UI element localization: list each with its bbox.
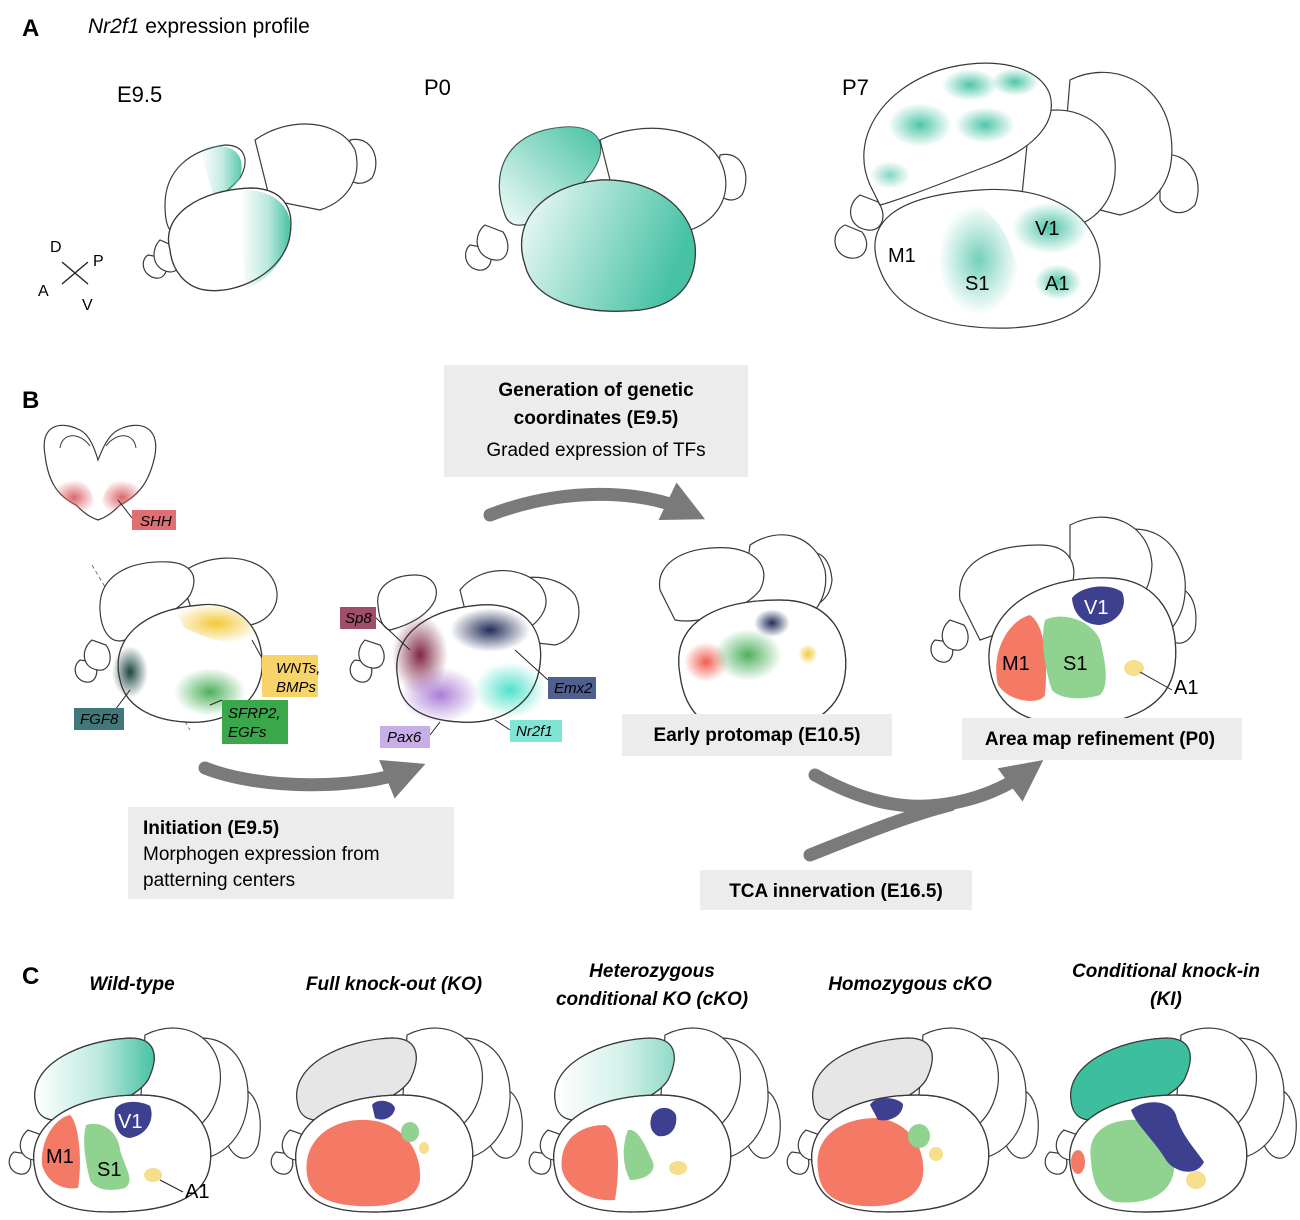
coronal-section: SHH [43,424,176,530]
condition-title-2: Full knock-out (KO) [306,974,482,995]
panel-a-letter: A [22,15,39,42]
wt-label-v1: V1 [118,1111,142,1133]
protomap-box [622,714,892,756]
condition-title-5a: Conditional knock-in [1072,961,1260,982]
label-fgf8: FGF8 [80,711,119,728]
label-sp8: Sp8 [345,610,372,627]
protomap-label: Early protomap (E10.5) [654,725,861,746]
label-box-nr2f1 [510,720,562,742]
generation-line2: coordinates (E9.5) [514,408,679,429]
initiation-line1: Initiation (E9.5) [143,818,279,839]
panel-c-letter: C [22,963,39,990]
label-shh: SHH [140,513,172,530]
wt-label-s1: S1 [97,1159,121,1181]
brain-tf: Sp8 Emx2 Pax6 Nr2f1 [340,569,596,748]
label-wnts: WNTs, [276,660,320,677]
label-box-wnts [262,655,318,697]
condition-title-3b: conditional KO (cKO) [556,989,748,1010]
arrow-tca [803,798,957,862]
arrow-refinement [808,760,1044,813]
wt-a1-leader [159,1179,184,1193]
arrow-generation [483,482,706,522]
refinement-label-m1: M1 [1002,653,1030,675]
brain-full-ko [270,1027,523,1213]
refinement-box [962,718,1242,760]
brain-protomap [659,534,847,736]
generation-line1: Generation of genetic [498,380,694,401]
tca-box [700,870,972,910]
label-pax6: Pax6 [387,729,422,746]
brain-het-cko [528,1027,781,1213]
brain-initiation: WNTs, BMPs FGF8 SFRP2, EGFs [74,557,320,744]
refinement-label: Area map refinement (P0) [985,729,1215,750]
brain-wild-type [8,1027,261,1213]
initiation-line3: patterning centers [143,870,295,891]
panel-c-brains [8,1027,1297,1213]
stage-label-e95: E9.5 [117,82,162,107]
brain-p7: M1 S1 V1 A1 [834,62,1199,329]
stage-label-p7: P7 [842,75,869,100]
label-box-emx2 [548,677,596,699]
arrow-initiation [198,759,426,799]
orientation-axes: D P A V [38,239,104,314]
refinement-label-v1: V1 [1084,597,1108,619]
brain-p0 [464,126,747,312]
wt-label-m1: M1 [46,1146,74,1168]
axis-a: A [38,283,49,300]
label-box-shh [132,510,176,530]
refinement-label-s1: S1 [1063,653,1087,675]
p7-label-s1: S1 [965,273,989,295]
initiation-line2: Morphogen expression from [143,844,380,865]
label-bmps: BMPs [276,679,317,696]
p7-label-m1: M1 [888,245,916,267]
condition-title-3a: Heterozygous [589,961,715,982]
axis-d: D [50,239,62,256]
panel-b-letter: B [22,387,39,414]
label-box-sfrp2 [222,700,288,744]
stage-label-p0: P0 [424,75,451,100]
brain-refinement: M1 S1 V1 A1 [930,516,1198,726]
panel-a-title: Nr2f1 expression profile [88,15,310,38]
refinement-label-a1: A1 [1174,677,1198,699]
generation-box [444,365,748,477]
label-sfrp2: SFRP2, [228,705,281,722]
condition-title-1: Wild-type [89,974,175,995]
panel-a-title-gene: Nr2f1 [88,15,139,38]
tca-label: TCA innervation (E16.5) [729,881,943,902]
generation-line3: Graded expression of TFs [486,440,705,461]
label-box-sp8 [340,607,376,629]
label-emx2: Emx2 [554,680,593,697]
brain-e95 [142,123,377,292]
label-egfs: EGFs [228,724,267,741]
p7-label-v1: V1 [1035,218,1059,240]
label-box-fgf8 [74,708,124,730]
wt-label-a1: A1 [185,1181,209,1203]
p7-label-a1: A1 [1045,273,1069,295]
brain-hom-cko [786,1027,1039,1213]
initiation-box [128,807,454,899]
axis-p: P [93,253,104,270]
axis-v: V [82,297,93,314]
label-nr2f1: Nr2f1 [516,723,553,740]
condition-title-4: Homozygous cKO [828,974,992,995]
brain-cond-ki [1044,1027,1297,1213]
panel-a-title-rest: expression profile [139,15,309,38]
condition-title-5b: (KI) [1150,989,1182,1010]
label-box-pax6 [380,726,430,748]
